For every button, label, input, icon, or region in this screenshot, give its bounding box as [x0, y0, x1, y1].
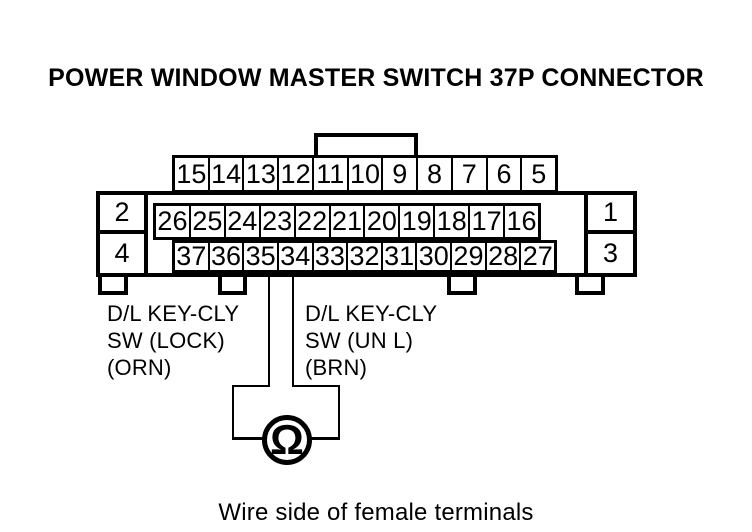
terminal-2: 2 [96, 191, 148, 234]
terminal-20: 20 [363, 206, 398, 237]
terminal-37: 37 [176, 243, 207, 270]
terminal-25: 25 [188, 206, 224, 237]
terminal-7: 7 [450, 158, 486, 190]
wire-terminal-34 [292, 277, 294, 387]
terminal-21: 21 [328, 206, 364, 237]
terminal-27: 27 [519, 243, 554, 270]
terminal-10: 10 [346, 158, 382, 190]
terminal-13: 13 [242, 158, 277, 190]
meter-loop-left-side [232, 385, 234, 439]
terminal-34: 34 [276, 243, 312, 270]
wire-label-line: (ORN) [107, 355, 172, 380]
terminal-14: 14 [207, 158, 243, 190]
terminal-6: 6 [485, 158, 521, 190]
meter-loop-top-right [292, 385, 340, 387]
meter-loop-bottom-right [306, 437, 340, 440]
meter-loop-top-left [232, 385, 270, 387]
terminal-22: 22 [293, 206, 329, 237]
terminal-15: 15 [176, 158, 207, 189]
wire-label-line: D/L KEY-CLY [305, 301, 438, 326]
terminal-5: 5 [520, 158, 555, 190]
terminal-4: 4 [96, 230, 148, 277]
wire-label-line: SW (LOCK) [107, 328, 225, 353]
wire-label-unlock: D/L KEY-CLY SW (UN L) (BRN) [305, 300, 437, 381]
terminal-19: 19 [398, 206, 433, 237]
terminal-3: 3 [584, 230, 637, 277]
terminal-16: 16 [503, 206, 538, 237]
caption: Wire side of female terminals [218, 499, 534, 526]
terminal-36: 36 [207, 243, 243, 270]
ohmmeter-symbol: Ω [262, 415, 312, 465]
terminal-11: 11 [311, 158, 347, 190]
terminal-17: 17 [468, 206, 503, 237]
terminal-35: 35 [242, 243, 277, 270]
terminal-9: 9 [381, 158, 416, 190]
terminal-8: 8 [416, 158, 451, 190]
terminal-12: 12 [277, 158, 312, 190]
terminal-1: 1 [584, 191, 637, 234]
wire-label-line: (BRN) [305, 355, 368, 380]
terminal-31: 31 [380, 243, 416, 270]
terminal-33: 33 [311, 243, 347, 270]
meter-loop-right-side [338, 385, 340, 439]
ohm-icon: Ω [270, 416, 304, 463]
terminal-24: 24 [223, 206, 259, 237]
terminal-30: 30 [415, 243, 450, 270]
wire-label-lock: D/L KEY-CLY SW (LOCK) (ORN) [107, 300, 239, 381]
terminal-29: 29 [450, 243, 485, 270]
page-title: POWER WINDOW MASTER SWITCH 37P CONNECTOR [48, 64, 704, 92]
wire-terminal-35 [268, 277, 270, 387]
terminal-32: 32 [346, 243, 381, 270]
terminal-23: 23 [258, 206, 294, 237]
wire-label-line: D/L KEY-CLY [107, 301, 240, 326]
wire-label-line: SW (UN L) [305, 328, 414, 353]
meter-loop-bottom-left [232, 437, 266, 440]
terminal-28: 28 [484, 243, 520, 270]
connector-latch [314, 133, 418, 156]
terminal-26: 26 [157, 206, 188, 236]
terminal-18: 18 [433, 206, 468, 237]
